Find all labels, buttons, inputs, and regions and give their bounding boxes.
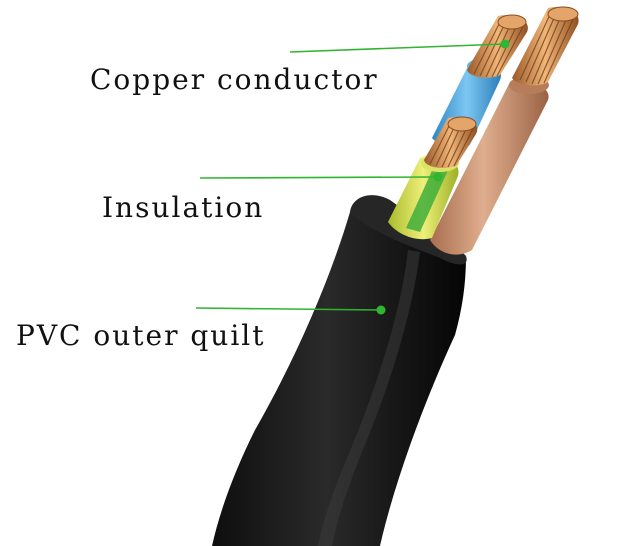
brown-core <box>430 81 549 255</box>
leader-dot-copper <box>500 39 510 49</box>
label-copper-conductor: Copper conductor <box>90 63 379 96</box>
blue-copper-tip <box>497 14 527 30</box>
leader-line-insulation <box>199 176 439 179</box>
label-pvc-outer-quilt: PVC outer quilt <box>16 319 266 352</box>
jacket-highlight <box>318 250 420 546</box>
yellow-copper-tip <box>447 116 477 132</box>
brown-copper-tip <box>547 6 579 22</box>
leader-line-pvc <box>195 307 382 311</box>
leader-line-copper <box>289 43 506 53</box>
label-insulation: Insulation <box>102 191 265 224</box>
leader-dot-pvc <box>376 305 386 315</box>
brown-copper-strands <box>512 6 579 86</box>
leader-dot-insulation <box>433 172 443 182</box>
brown-strand-lines <box>519 8 576 85</box>
blue-copper-strands <box>467 14 528 78</box>
